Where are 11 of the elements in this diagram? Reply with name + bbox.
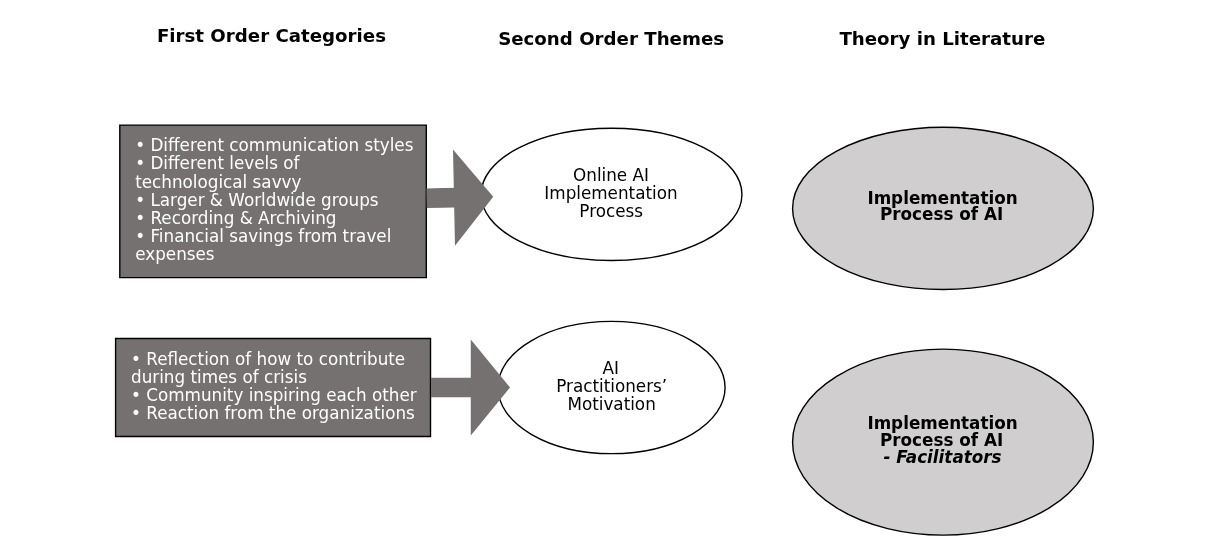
node-ellipse: Implementation Process of AI - Facilitators	[791, 348, 1094, 536]
node-box: • Reflection of how to contribute during times of crisis • Community inspiring each other • Reaction from the organizations	[114, 337, 431, 438]
node-ellipse: Online AI Implementation Process	[479, 127, 743, 262]
label: Second Order Themes	[497, 28, 724, 50]
node-ellipse: AI Practitioners’ Motivation	[496, 320, 726, 455]
node-box: • Different communication styles • Different levels of technological savvy • Larger & Worldwide groups • Recording & Archiving • Financial savings from travel expenses	[118, 124, 427, 279]
arrow	[425, 149, 493, 246]
node-ellipse: Implementation Process of AI	[791, 126, 1094, 291]
arrow	[430, 339, 510, 436]
label: Theory in Literature	[838, 28, 1045, 50]
label: First Order Categories	[156, 25, 386, 47]
